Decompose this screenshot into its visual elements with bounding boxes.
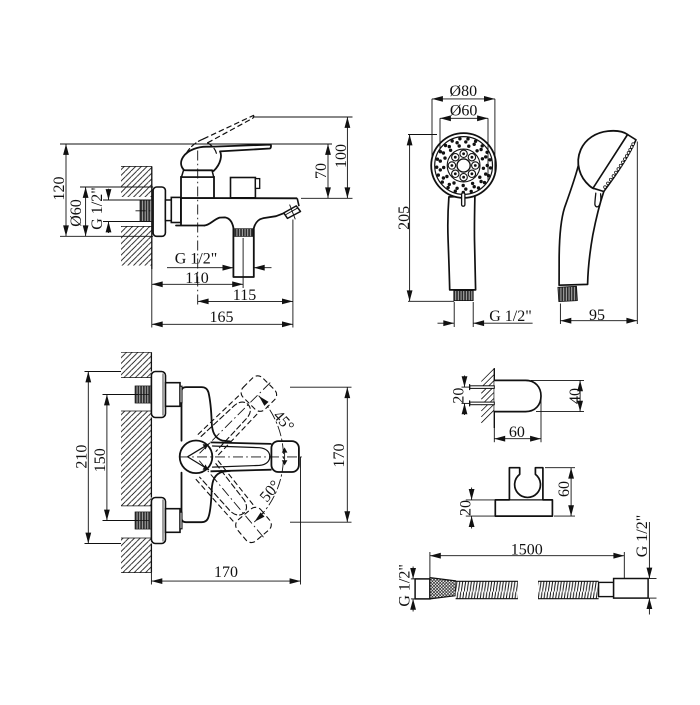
label-dim-165: 165 bbox=[210, 309, 234, 326]
label-dim-110: 110 bbox=[185, 270, 208, 287]
label-dim-g12: G 1/2" bbox=[489, 308, 532, 325]
label-dim-dia80: Ø80 bbox=[450, 83, 478, 100]
label-dim-1500: 1500 bbox=[511, 541, 543, 558]
label-dim-205: 205 bbox=[396, 206, 413, 230]
label-g12-left: G 1/2" bbox=[397, 564, 414, 607]
label-dim-g12-outlet: G 1/2" bbox=[175, 251, 218, 268]
label-dim-210: 210 bbox=[73, 445, 90, 469]
label-dim-100: 100 bbox=[333, 144, 350, 168]
label-dim-60: 60 bbox=[509, 424, 525, 441]
label-dim-95: 95 bbox=[589, 307, 605, 324]
label-dim-g12-wall: G 1/2" bbox=[89, 187, 106, 230]
label-dim-170-right: 170 bbox=[331, 444, 348, 468]
label-dim-115: 115 bbox=[233, 287, 256, 304]
label-g12-right: G 1/2" bbox=[634, 515, 651, 558]
label-dim-20: 20 bbox=[450, 388, 467, 404]
label-dim-dia60: Ø60 bbox=[68, 199, 85, 227]
label-dim-170-bottom: 170 bbox=[214, 564, 238, 581]
label-dim-60: 60 bbox=[556, 481, 573, 497]
label-dim-20: 20 bbox=[458, 500, 475, 516]
label-dim-dia60: Ø60 bbox=[450, 103, 478, 120]
label-dim-40: 40 bbox=[567, 388, 584, 404]
label-dim-150: 150 bbox=[92, 448, 109, 472]
label-dim-70: 70 bbox=[313, 163, 330, 179]
label-dim-120: 120 bbox=[51, 177, 68, 201]
